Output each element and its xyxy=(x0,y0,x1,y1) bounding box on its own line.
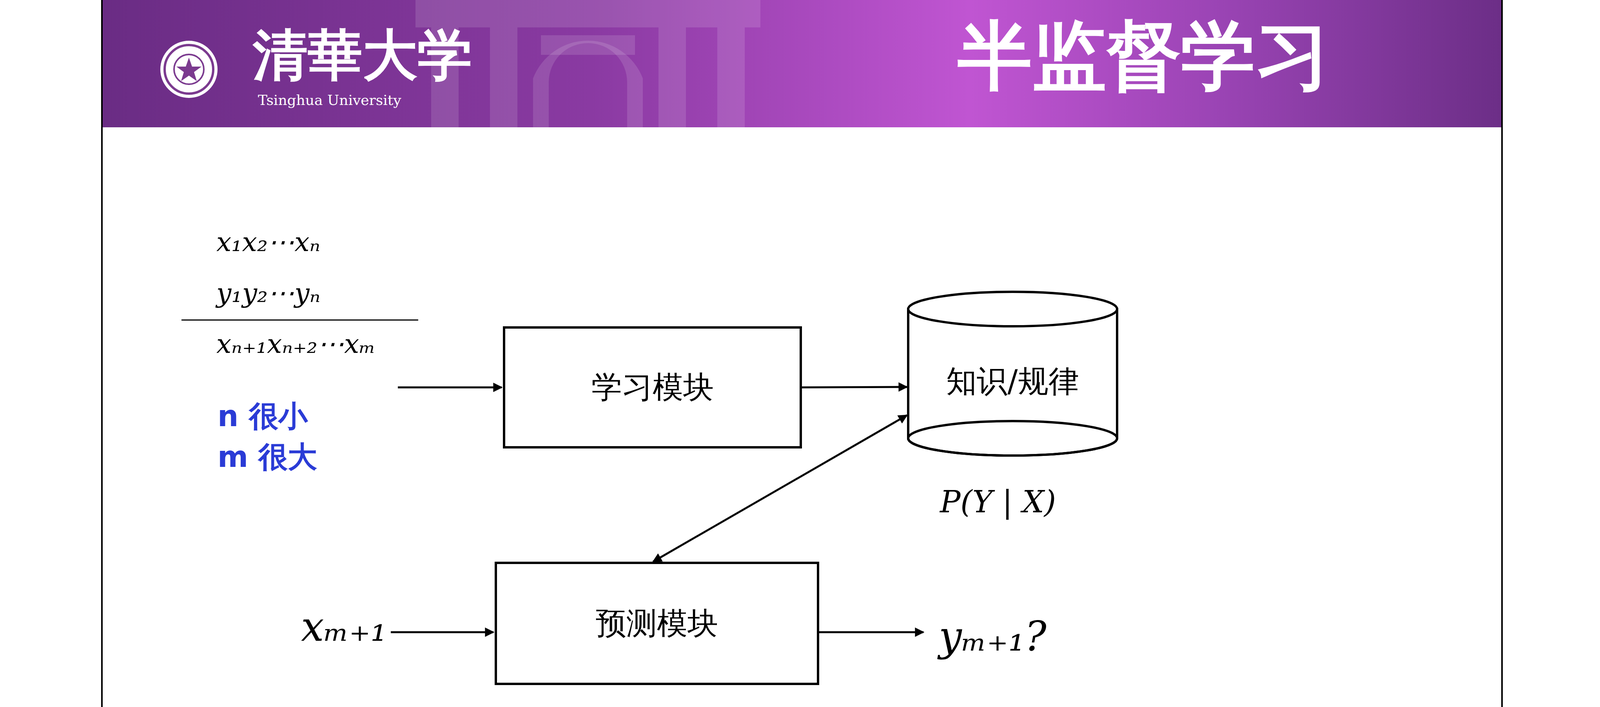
probability-label: P(Y | X) xyxy=(939,486,1056,518)
output-arrow xyxy=(819,631,924,634)
connector-arrow xyxy=(653,415,908,563)
separator-rule xyxy=(181,319,419,322)
university-emblem xyxy=(160,40,218,98)
process-box: 学习模块 xyxy=(502,326,802,449)
node-label: 学习模块 xyxy=(591,370,714,405)
node-label: 知识/规律 xyxy=(946,364,1079,399)
cylinder-body xyxy=(908,309,1118,456)
input-sequence: x₁x₂⋯xₙ xyxy=(216,228,321,256)
input-arrow xyxy=(390,631,494,634)
connector-arrow xyxy=(801,387,908,388)
size-note: n 很小 xyxy=(217,401,308,432)
cylinder-base xyxy=(908,421,1118,456)
process-box: 预测模块 xyxy=(494,562,820,686)
unlabeled-sequence: xₙ₊₁xₙ₊₂⋯xₘ xyxy=(216,330,376,358)
node-label: 预测模块 xyxy=(595,607,719,641)
slide-border xyxy=(101,0,103,707)
input-arrow xyxy=(397,386,502,389)
university-name-en: Tsinghua University xyxy=(257,93,402,108)
knowledge-store: 知识/规律 xyxy=(907,290,1119,458)
output-symbol: yₘ₊₁? xyxy=(938,616,1047,658)
slide-border xyxy=(1501,0,1503,707)
label-sequence: y₁y₂⋯yₙ xyxy=(216,279,321,307)
size-note: m 很大 xyxy=(217,442,318,472)
slide-title: 半监督学习 xyxy=(957,18,1330,94)
university-name: 清華大学 xyxy=(252,27,473,83)
input-symbol: xₘ₊₁ xyxy=(301,606,387,648)
cylinder-top xyxy=(908,292,1118,327)
header-band xyxy=(101,0,1503,128)
